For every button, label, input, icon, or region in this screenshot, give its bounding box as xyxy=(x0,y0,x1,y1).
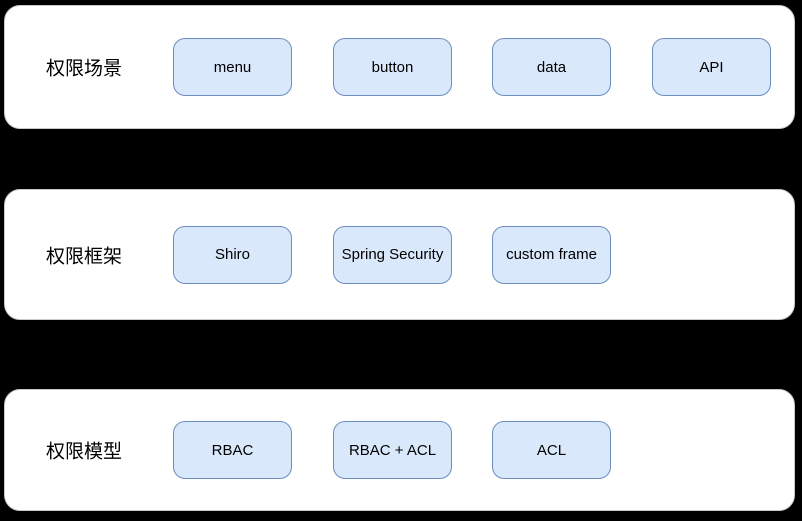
node-rbac: RBAC xyxy=(173,421,292,479)
panel-permission-models: 权限模型 RBAC RBAC + ACL ACL xyxy=(4,389,795,511)
node-data: data xyxy=(492,38,611,96)
row-label-permission-frameworks: 权限框架 xyxy=(46,246,123,267)
node-api: API xyxy=(652,38,771,96)
panel-permission-frameworks: 权限框架 Shiro Spring Security custom frame xyxy=(4,189,795,320)
node-rbac-acl: RBAC + ACL xyxy=(333,421,452,479)
panel-permission-scenarios: 权限场景 menu button data API xyxy=(4,5,795,129)
node-shiro: Shiro xyxy=(173,225,292,284)
node-button: button xyxy=(333,38,452,96)
node-spring-security: Spring Security xyxy=(333,225,452,284)
node-acl: ACL xyxy=(492,421,611,479)
row-label-permission-scenarios: 权限场景 xyxy=(46,58,123,80)
node-custom-frame: custom frame xyxy=(492,225,611,284)
row-label-permission-models: 权限模型 xyxy=(46,441,123,463)
node-menu: menu xyxy=(173,38,292,96)
